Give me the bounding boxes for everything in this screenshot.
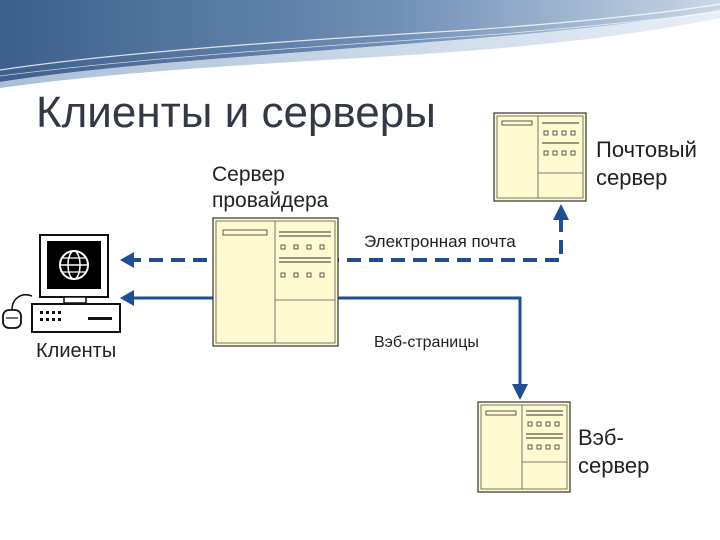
email-link-label: Электронная почта xyxy=(364,232,516,251)
isp-server-icon xyxy=(212,217,339,347)
email-arrowhead-up xyxy=(553,204,569,220)
web-arrowhead-down xyxy=(512,384,528,400)
page-title: Клиенты и серверы xyxy=(36,88,436,137)
client-computer-icon xyxy=(2,234,121,333)
email-arrowhead-left xyxy=(120,252,134,268)
header-banner xyxy=(0,0,720,88)
web-server-label: Вэб- сервер xyxy=(578,425,650,478)
web-server-icon xyxy=(477,401,571,493)
mail-server-label: Почтовый сервер xyxy=(596,137,697,190)
webpages-link-label: Вэб-страницы xyxy=(374,334,479,351)
clients-label: Клиенты xyxy=(36,340,117,362)
web-arrowhead-left xyxy=(120,290,134,306)
globe-icon xyxy=(59,250,89,280)
isp-server-label: Сервер провайдера xyxy=(212,163,329,212)
mail-server-icon xyxy=(493,112,587,202)
